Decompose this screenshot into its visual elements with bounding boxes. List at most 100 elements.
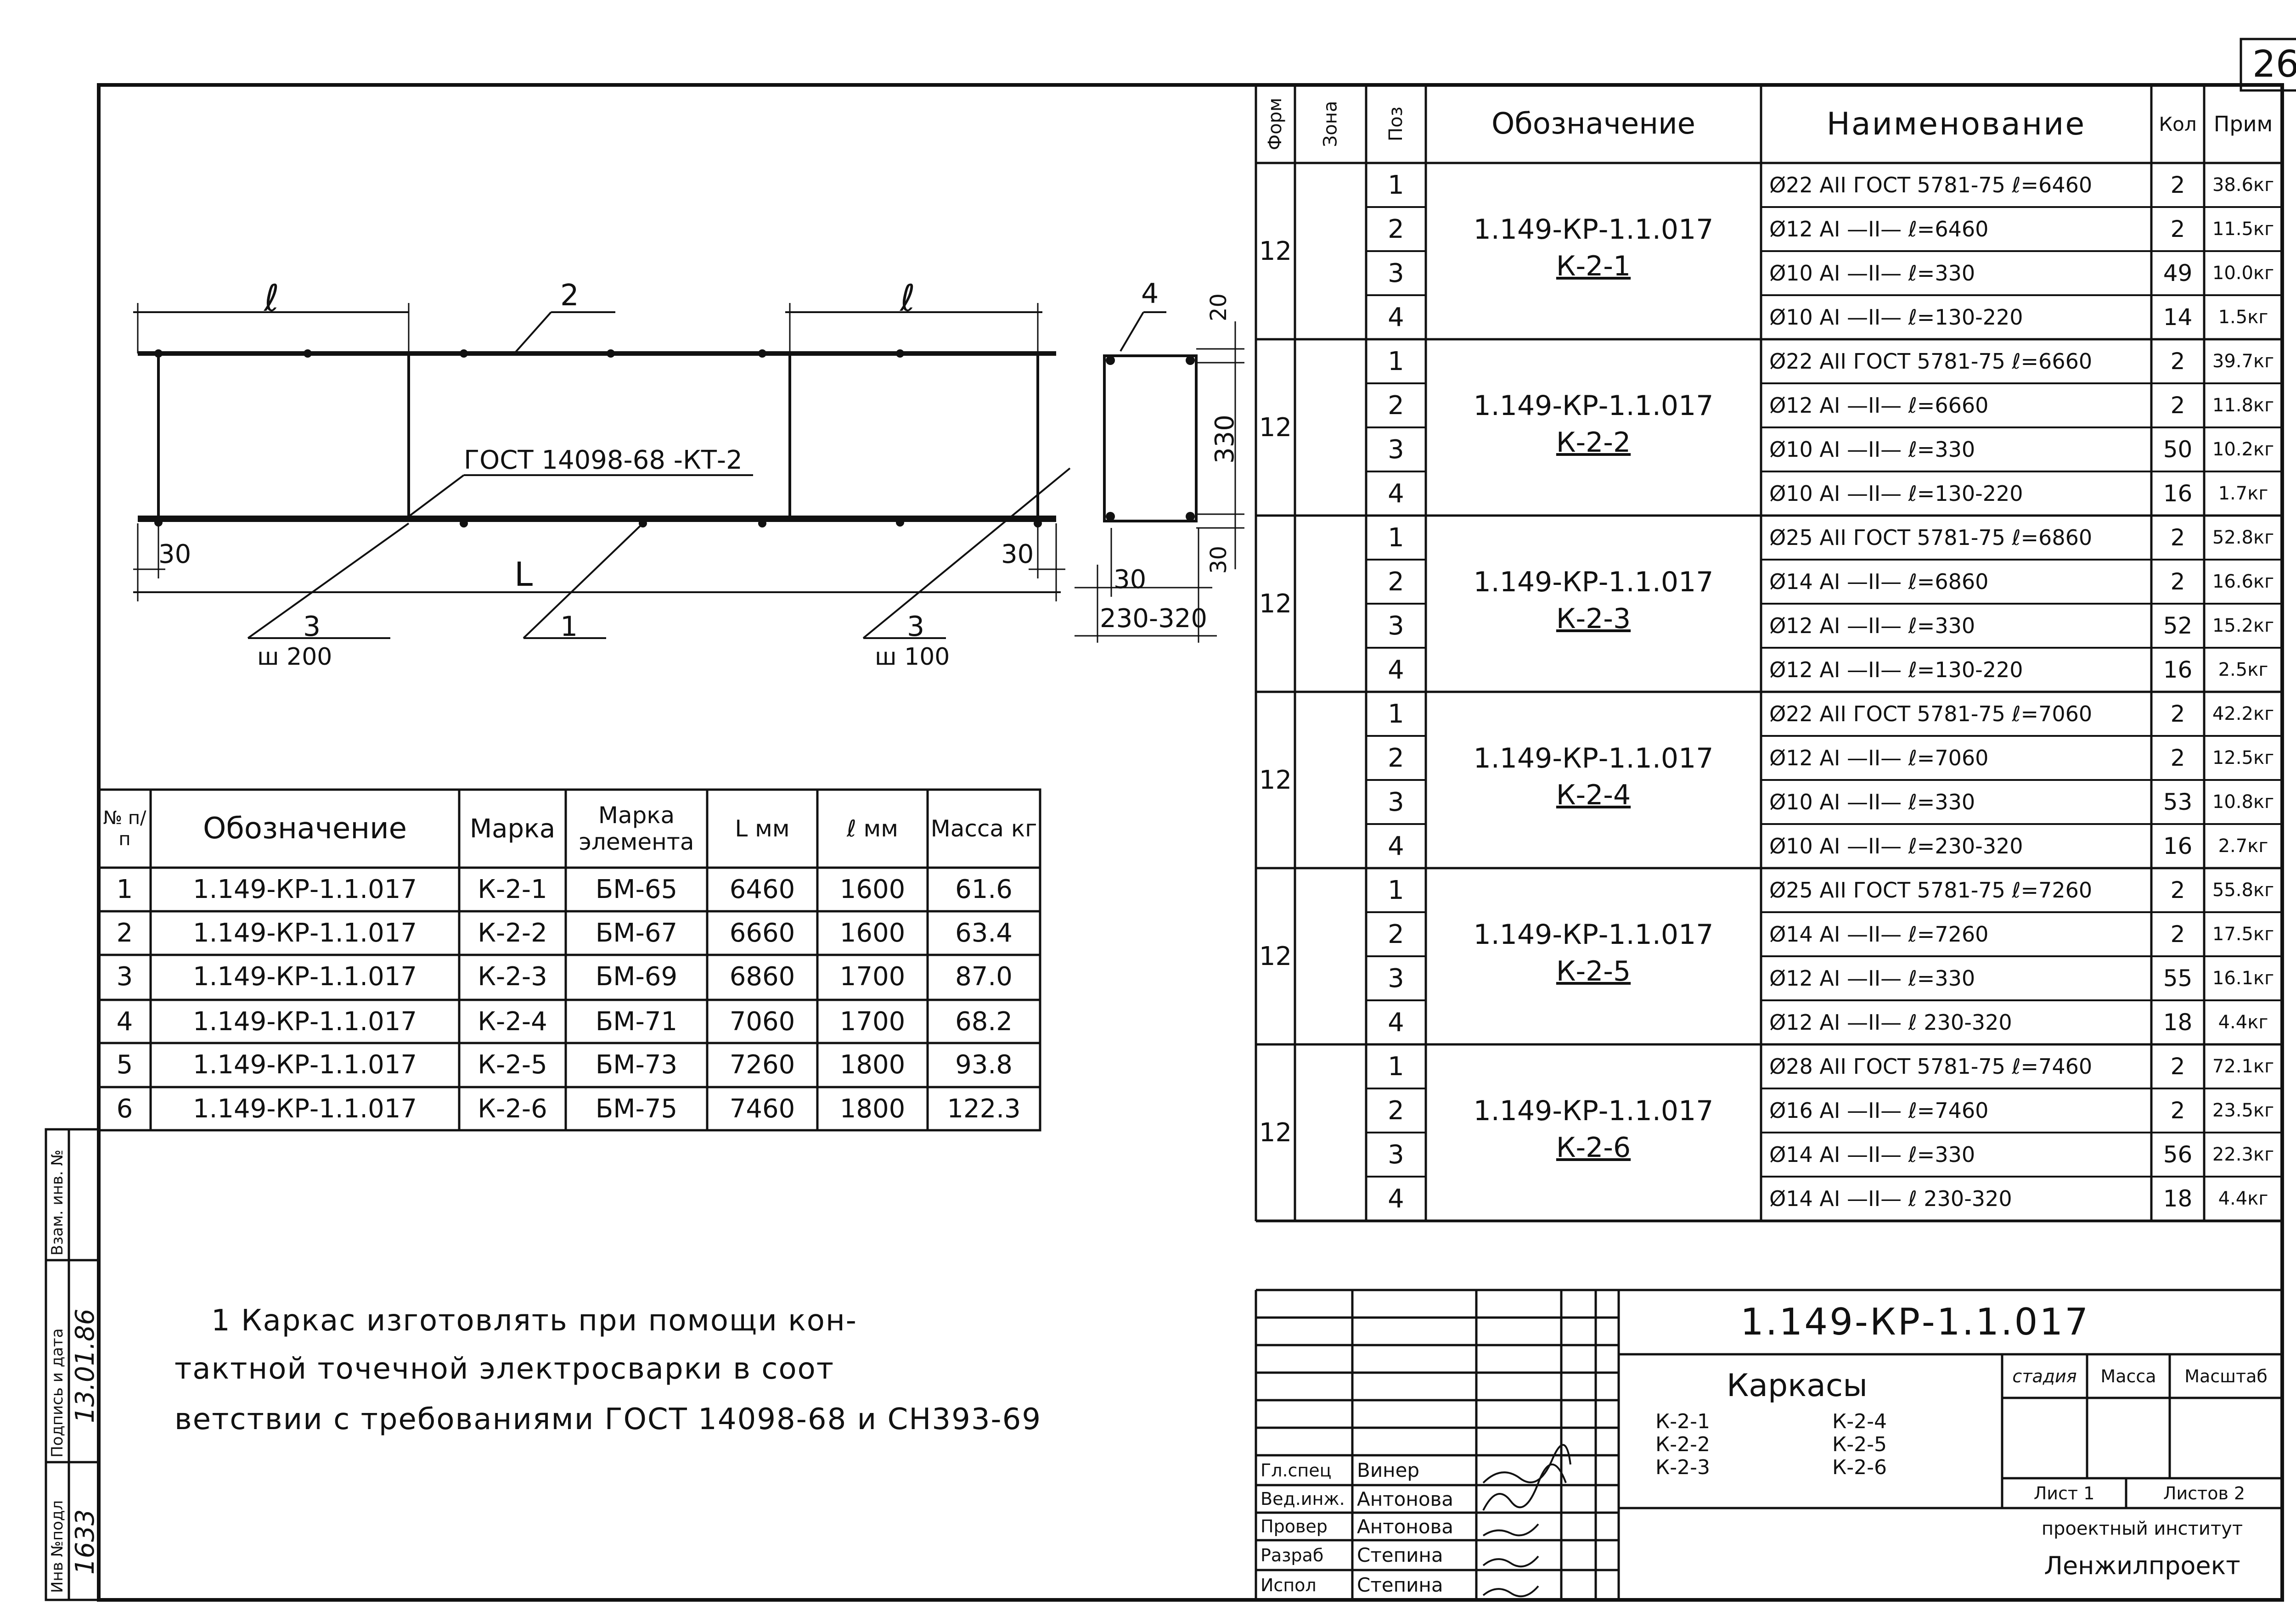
spec-item-name: Ø25 АII ГОСТ 5781-75 ℓ=7260 bbox=[1769, 878, 2093, 903]
spec-mark: К-2-3 bbox=[1556, 603, 1631, 635]
title-name: Каркасы bbox=[1727, 1368, 1868, 1404]
title-col-scale: Масштаб bbox=[2184, 1366, 2268, 1386]
spec-item-pos: 3 bbox=[1388, 1139, 1404, 1170]
schedule-cell-L: 6660 bbox=[729, 918, 795, 948]
stamp-value-inv: 1633 bbox=[70, 1509, 100, 1575]
spec-mark: К-2-5 bbox=[1556, 955, 1631, 987]
schedule-cell-L: 7460 bbox=[729, 1094, 795, 1124]
spec-header-zone: Зона bbox=[1295, 85, 1366, 163]
spec-item-qty: 49 bbox=[2163, 260, 2193, 286]
section-dim-width: 230-320 bbox=[1100, 604, 1207, 634]
note-line-1: 1 Каркас изготовлять при помощи кон- bbox=[211, 1304, 857, 1338]
spec-item-note: 16.6кг bbox=[2212, 571, 2274, 592]
spec-item-qty: 16 bbox=[2163, 480, 2193, 507]
schedule-cell-no: 6 bbox=[116, 1094, 133, 1124]
spec-item-name: Ø12 АI —II— ℓ=6660 bbox=[1769, 393, 1989, 418]
spec-format: 12 bbox=[1259, 765, 1292, 795]
title-mark-1: К-2-1 bbox=[1655, 1410, 1710, 1433]
spec-item-qty: 14 bbox=[2163, 304, 2193, 331]
schedule-cell-l: 1700 bbox=[839, 1007, 906, 1037]
spec-item-qty: 56 bbox=[2163, 1141, 2193, 1168]
title-sheet: Лист 1 bbox=[2033, 1483, 2095, 1503]
spec-item-name: Ø12 АI —II— ℓ=330 bbox=[1769, 613, 1975, 638]
spec-format: 12 bbox=[1259, 941, 1292, 971]
spec-item-name: Ø22 АII ГОСТ 5781-75 ℓ=7060 bbox=[1769, 701, 2093, 726]
spec-header-designation: Обозначение bbox=[1491, 107, 1696, 141]
spec-item-name: Ø10 АI —II— ℓ=130-220 bbox=[1769, 305, 2023, 330]
spec-item-pos: 4 bbox=[1388, 831, 1404, 861]
section-dim-330: 330 bbox=[1210, 415, 1240, 464]
callout-1: 1 bbox=[560, 611, 578, 643]
role-label: Разраб bbox=[1261, 1545, 1324, 1565]
spec-item-pos: 1 bbox=[1388, 170, 1404, 200]
schedule-cell-no: 4 bbox=[116, 1007, 133, 1037]
spec-item-pos: 3 bbox=[1388, 787, 1404, 817]
schedule-cell-no: 5 bbox=[116, 1050, 133, 1080]
schedule-cell-no: 1 bbox=[116, 875, 133, 904]
spec-designation: 1.149-КР-1.1.017 bbox=[1473, 919, 1714, 951]
schedule-cell-L: 6860 bbox=[729, 962, 795, 992]
spec-item-qty: 2 bbox=[2170, 921, 2185, 948]
spec-mark: К-2-1 bbox=[1556, 250, 1631, 282]
spec-format: 12 bbox=[1259, 1117, 1292, 1148]
schedule-header-l: ℓ мм bbox=[847, 815, 898, 842]
spec-item-note: 10.0кг bbox=[2212, 263, 2274, 284]
cage-section bbox=[1075, 311, 1244, 643]
schedule-cell-l: 1800 bbox=[839, 1094, 906, 1124]
spec-header-pos: Поз bbox=[1366, 85, 1426, 163]
schedule-cell-mass: 87.0 bbox=[955, 962, 1013, 992]
schedule-cell-designation: 1.149-КР-1.1.017 bbox=[192, 918, 417, 948]
schedule-cell-l: 1600 bbox=[839, 875, 906, 904]
schedule-header-designation: Обозначение bbox=[203, 812, 407, 846]
spec-item-qty: 2 bbox=[2170, 1097, 2185, 1124]
title-col-stage: стадия bbox=[2012, 1366, 2077, 1386]
spec-item-note: 2.5кг bbox=[2218, 659, 2268, 680]
spec-item-note: 23.5кг bbox=[2212, 1100, 2274, 1121]
schedule-grid bbox=[97, 788, 1041, 1132]
spec-item-note: 39.7кг bbox=[2212, 351, 2274, 372]
title-col-mass: Масса bbox=[2100, 1366, 2156, 1386]
cage-elevation bbox=[133, 303, 1071, 639]
spec-item-note: 55.8кг bbox=[2212, 880, 2274, 901]
schedule-cell-element-mark: БМ-69 bbox=[595, 962, 678, 992]
schedule-cell-no: 3 bbox=[116, 962, 133, 992]
spec-designation: 1.149-КР-1.1.017 bbox=[1473, 213, 1714, 246]
stamp-label-swap: Взам. инв. № bbox=[48, 1150, 67, 1256]
spec-item-qty: 50 bbox=[2163, 436, 2193, 463]
spec-item-pos: 4 bbox=[1388, 1183, 1404, 1214]
spec-item-pos: 3 bbox=[1388, 258, 1404, 288]
schedule-cell-designation: 1.149-КР-1.1.017 bbox=[192, 1007, 417, 1037]
spec-item-pos: 3 bbox=[1388, 611, 1404, 641]
spec-item-qty: 18 bbox=[2163, 1185, 2193, 1212]
section-dim-30-side: 30 bbox=[1206, 545, 1232, 574]
spec-item-note: 4.4кг bbox=[2218, 1012, 2268, 1033]
spec-item-name: Ø10 АI —II— ℓ=330 bbox=[1769, 790, 1975, 814]
schedule-cell-element-mark: БМ-71 bbox=[595, 1007, 678, 1037]
spec-header-format-text: Форм bbox=[1265, 97, 1286, 151]
dim-30-left: 30 bbox=[158, 539, 191, 569]
spec-item-name: Ø12 АI —II— ℓ=6460 bbox=[1769, 217, 1989, 241]
title-mark-5: К-2-5 bbox=[1832, 1433, 1887, 1456]
title-sheets: Листов 2 bbox=[2163, 1483, 2245, 1503]
schedule-cell-designation: 1.149-КР-1.1.017 bbox=[192, 875, 417, 904]
role-name: Степина bbox=[1357, 1574, 1443, 1596]
sheet-number-box bbox=[2240, 38, 2296, 92]
schedule-cell-mark: К-2-5 bbox=[478, 1050, 547, 1080]
schedule-cell-mass: 122.3 bbox=[947, 1094, 1021, 1124]
spec-item-qty: 2 bbox=[2170, 392, 2185, 419]
schedule-cell-designation: 1.149-КР-1.1.017 bbox=[192, 1050, 417, 1080]
spec-header-pos-text: Поз bbox=[1385, 107, 1407, 141]
spec-item-qty: 2 bbox=[2170, 1053, 2185, 1080]
spec-item-name: Ø14 АI —II— ℓ=330 bbox=[1769, 1142, 1975, 1167]
dim-30-right: 30 bbox=[1001, 539, 1034, 569]
spec-item-pos: 2 bbox=[1388, 919, 1404, 949]
role-label: Провер bbox=[1261, 1516, 1328, 1537]
section-dim-20: 20 bbox=[1206, 293, 1232, 321]
role-name: Антонова bbox=[1357, 1515, 1453, 1538]
spec-item-pos: 3 bbox=[1388, 963, 1404, 993]
section-callout-4: 4 bbox=[1141, 278, 1159, 310]
schedule-cell-mass: 93.8 bbox=[955, 1050, 1013, 1080]
spec-item-name: Ø10 АI —II— ℓ=130-220 bbox=[1769, 481, 2023, 506]
spec-item-note: 22.3кг bbox=[2212, 1144, 2274, 1165]
